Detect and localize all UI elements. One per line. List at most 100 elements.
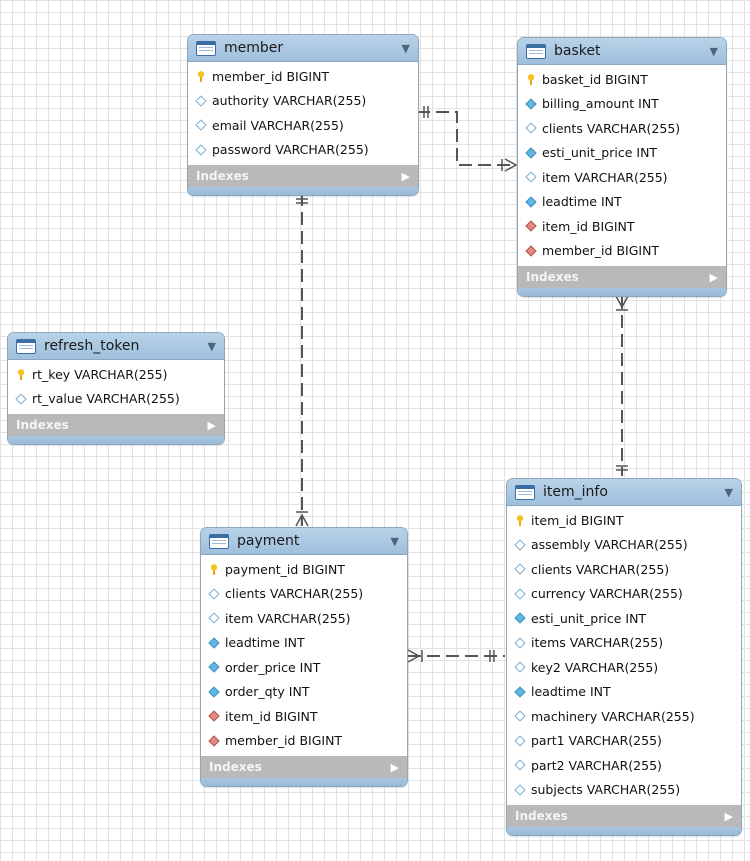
column-definition: member_id BIGINT [225,733,343,749]
column-definition: order_qty INT [225,684,310,700]
indexes-label: Indexes [16,418,69,432]
column-definition: leadtime INT [225,635,305,651]
column-row[interactable]: item_id BIGINT [201,704,407,729]
indexes-section[interactable]: Indexes ▶ [518,266,726,288]
column-icon [195,144,207,156]
column-row[interactable]: esti_unit_price INT [507,606,741,631]
expand-arrow-icon[interactable]: ▶ [390,760,399,774]
column-definition: email VARCHAR(255) [212,117,344,133]
column-icon [514,661,526,673]
table-name: refresh_token [44,338,140,354]
expand-arrow-icon[interactable]: ▶ [724,809,733,823]
collapse-arrow-icon[interactable]: ▼ [390,534,399,548]
cardinality-one-marker [423,106,429,118]
indexes-section[interactable]: Indexes ▶ [188,165,418,187]
not-null-column-icon [208,661,220,673]
column-row[interactable]: part2 VARCHAR(255) [507,753,741,778]
column-row[interactable]: key2 VARCHAR(255) [507,655,741,680]
indexes-section[interactable]: Indexes ▶ [201,756,407,778]
column-row[interactable]: member_id BIGINT [188,64,418,89]
table-bottom-bar [201,778,407,786]
column-row[interactable]: part1 VARCHAR(255) [507,729,741,754]
column-row[interactable]: order_qty INT [201,680,407,705]
not-null-column-icon [525,147,537,159]
collapse-arrow-icon[interactable]: ▼ [724,485,733,499]
column-row[interactable]: payment_id BIGINT [201,557,407,582]
table-name: payment [237,533,300,549]
column-row[interactable]: clients VARCHAR(255) [507,557,741,582]
expand-arrow-icon[interactable]: ▶ [401,169,410,183]
column-row[interactable]: item VARCHAR(255) [518,165,726,190]
column-definition: item VARCHAR(255) [542,169,668,185]
table-header[interactable]: member ▼ [188,35,418,62]
column-row[interactable]: esti_unit_price INT [518,141,726,166]
indexes-label: Indexes [196,169,249,183]
column-row[interactable]: billing_amount INT [518,92,726,117]
table-header[interactable]: payment ▼ [201,528,407,555]
table-header[interactable]: basket ▼ [518,38,726,65]
indexes-section[interactable]: Indexes ▶ [507,805,741,827]
cardinality-many-marker [407,649,423,663]
expand-arrow-icon[interactable]: ▶ [207,418,216,432]
column-icon [514,735,526,747]
column-row[interactable]: password VARCHAR(255) [188,138,418,163]
column-row[interactable]: item VARCHAR(255) [201,606,407,631]
not-null-column-icon [208,637,220,649]
column-row[interactable]: authority VARCHAR(255) [188,89,418,114]
table-header[interactable]: item_info ▼ [507,479,741,506]
column-row[interactable]: clients VARCHAR(255) [518,116,726,141]
collapse-arrow-icon[interactable]: ▼ [401,41,410,55]
column-definition: clients VARCHAR(255) [225,586,364,602]
table-payment[interactable]: payment ▼ payment_id BIGINT clients VARCH… [200,527,408,787]
indexes-label: Indexes [209,760,262,774]
column-row[interactable]: item_id BIGINT [507,508,741,533]
table-icon [515,484,535,500]
table-name: basket [554,43,601,59]
column-row[interactable]: leadtime INT [201,631,407,656]
column-row[interactable]: leadtime INT [518,190,726,215]
column-row[interactable]: assembly VARCHAR(255) [507,533,741,558]
column-row[interactable]: machinery VARCHAR(255) [507,704,741,729]
column-row[interactable]: email VARCHAR(255) [188,113,418,138]
table-icon [209,533,229,549]
collapse-arrow-icon[interactable]: ▼ [709,44,718,58]
expand-arrow-icon[interactable]: ▶ [709,270,718,284]
column-row[interactable]: leadtime INT [507,680,741,705]
column-row[interactable]: rt_value VARCHAR(255) [8,387,224,412]
column-row[interactable]: order_price INT [201,655,407,680]
table-bottom-bar [8,436,224,444]
indexes-section[interactable]: Indexes ▶ [8,414,224,436]
column-row[interactable]: items VARCHAR(255) [507,631,741,656]
column-definition: clients VARCHAR(255) [542,120,681,136]
column-definition: currency VARCHAR(255) [531,586,683,602]
column-row[interactable]: basket_id BIGINT [518,67,726,92]
column-row[interactable]: currency VARCHAR(255) [507,582,741,607]
column-definition: leadtime INT [542,194,622,210]
column-row[interactable]: clients VARCHAR(255) [201,582,407,607]
column-icon [15,393,27,405]
table-refresh-token[interactable]: refresh_token ▼ rt_key VARCHAR(255)rt_va… [7,332,225,445]
primary-key-icon [210,563,218,575]
column-row[interactable]: member_id BIGINT [518,239,726,264]
column-row[interactable]: subjects VARCHAR(255) [507,778,741,803]
cardinality-one-marker [489,650,495,662]
table-header[interactable]: refresh_token ▼ [8,333,224,360]
column-icon [514,588,526,600]
column-icon [514,710,526,722]
column-icon [514,563,526,575]
relationship-line-member-basket [417,111,516,166]
collapse-arrow-icon[interactable]: ▼ [207,339,216,353]
foreign-key-icon [525,245,537,257]
table-icon [526,43,546,59]
table-icon [196,40,216,56]
column-definition: order_price INT [225,659,321,675]
column-definition: member_id BIGINT [542,243,660,259]
column-row[interactable]: member_id BIGINT [201,729,407,754]
column-row[interactable]: rt_key VARCHAR(255) [8,362,224,387]
column-row[interactable]: item_id BIGINT [518,214,726,239]
